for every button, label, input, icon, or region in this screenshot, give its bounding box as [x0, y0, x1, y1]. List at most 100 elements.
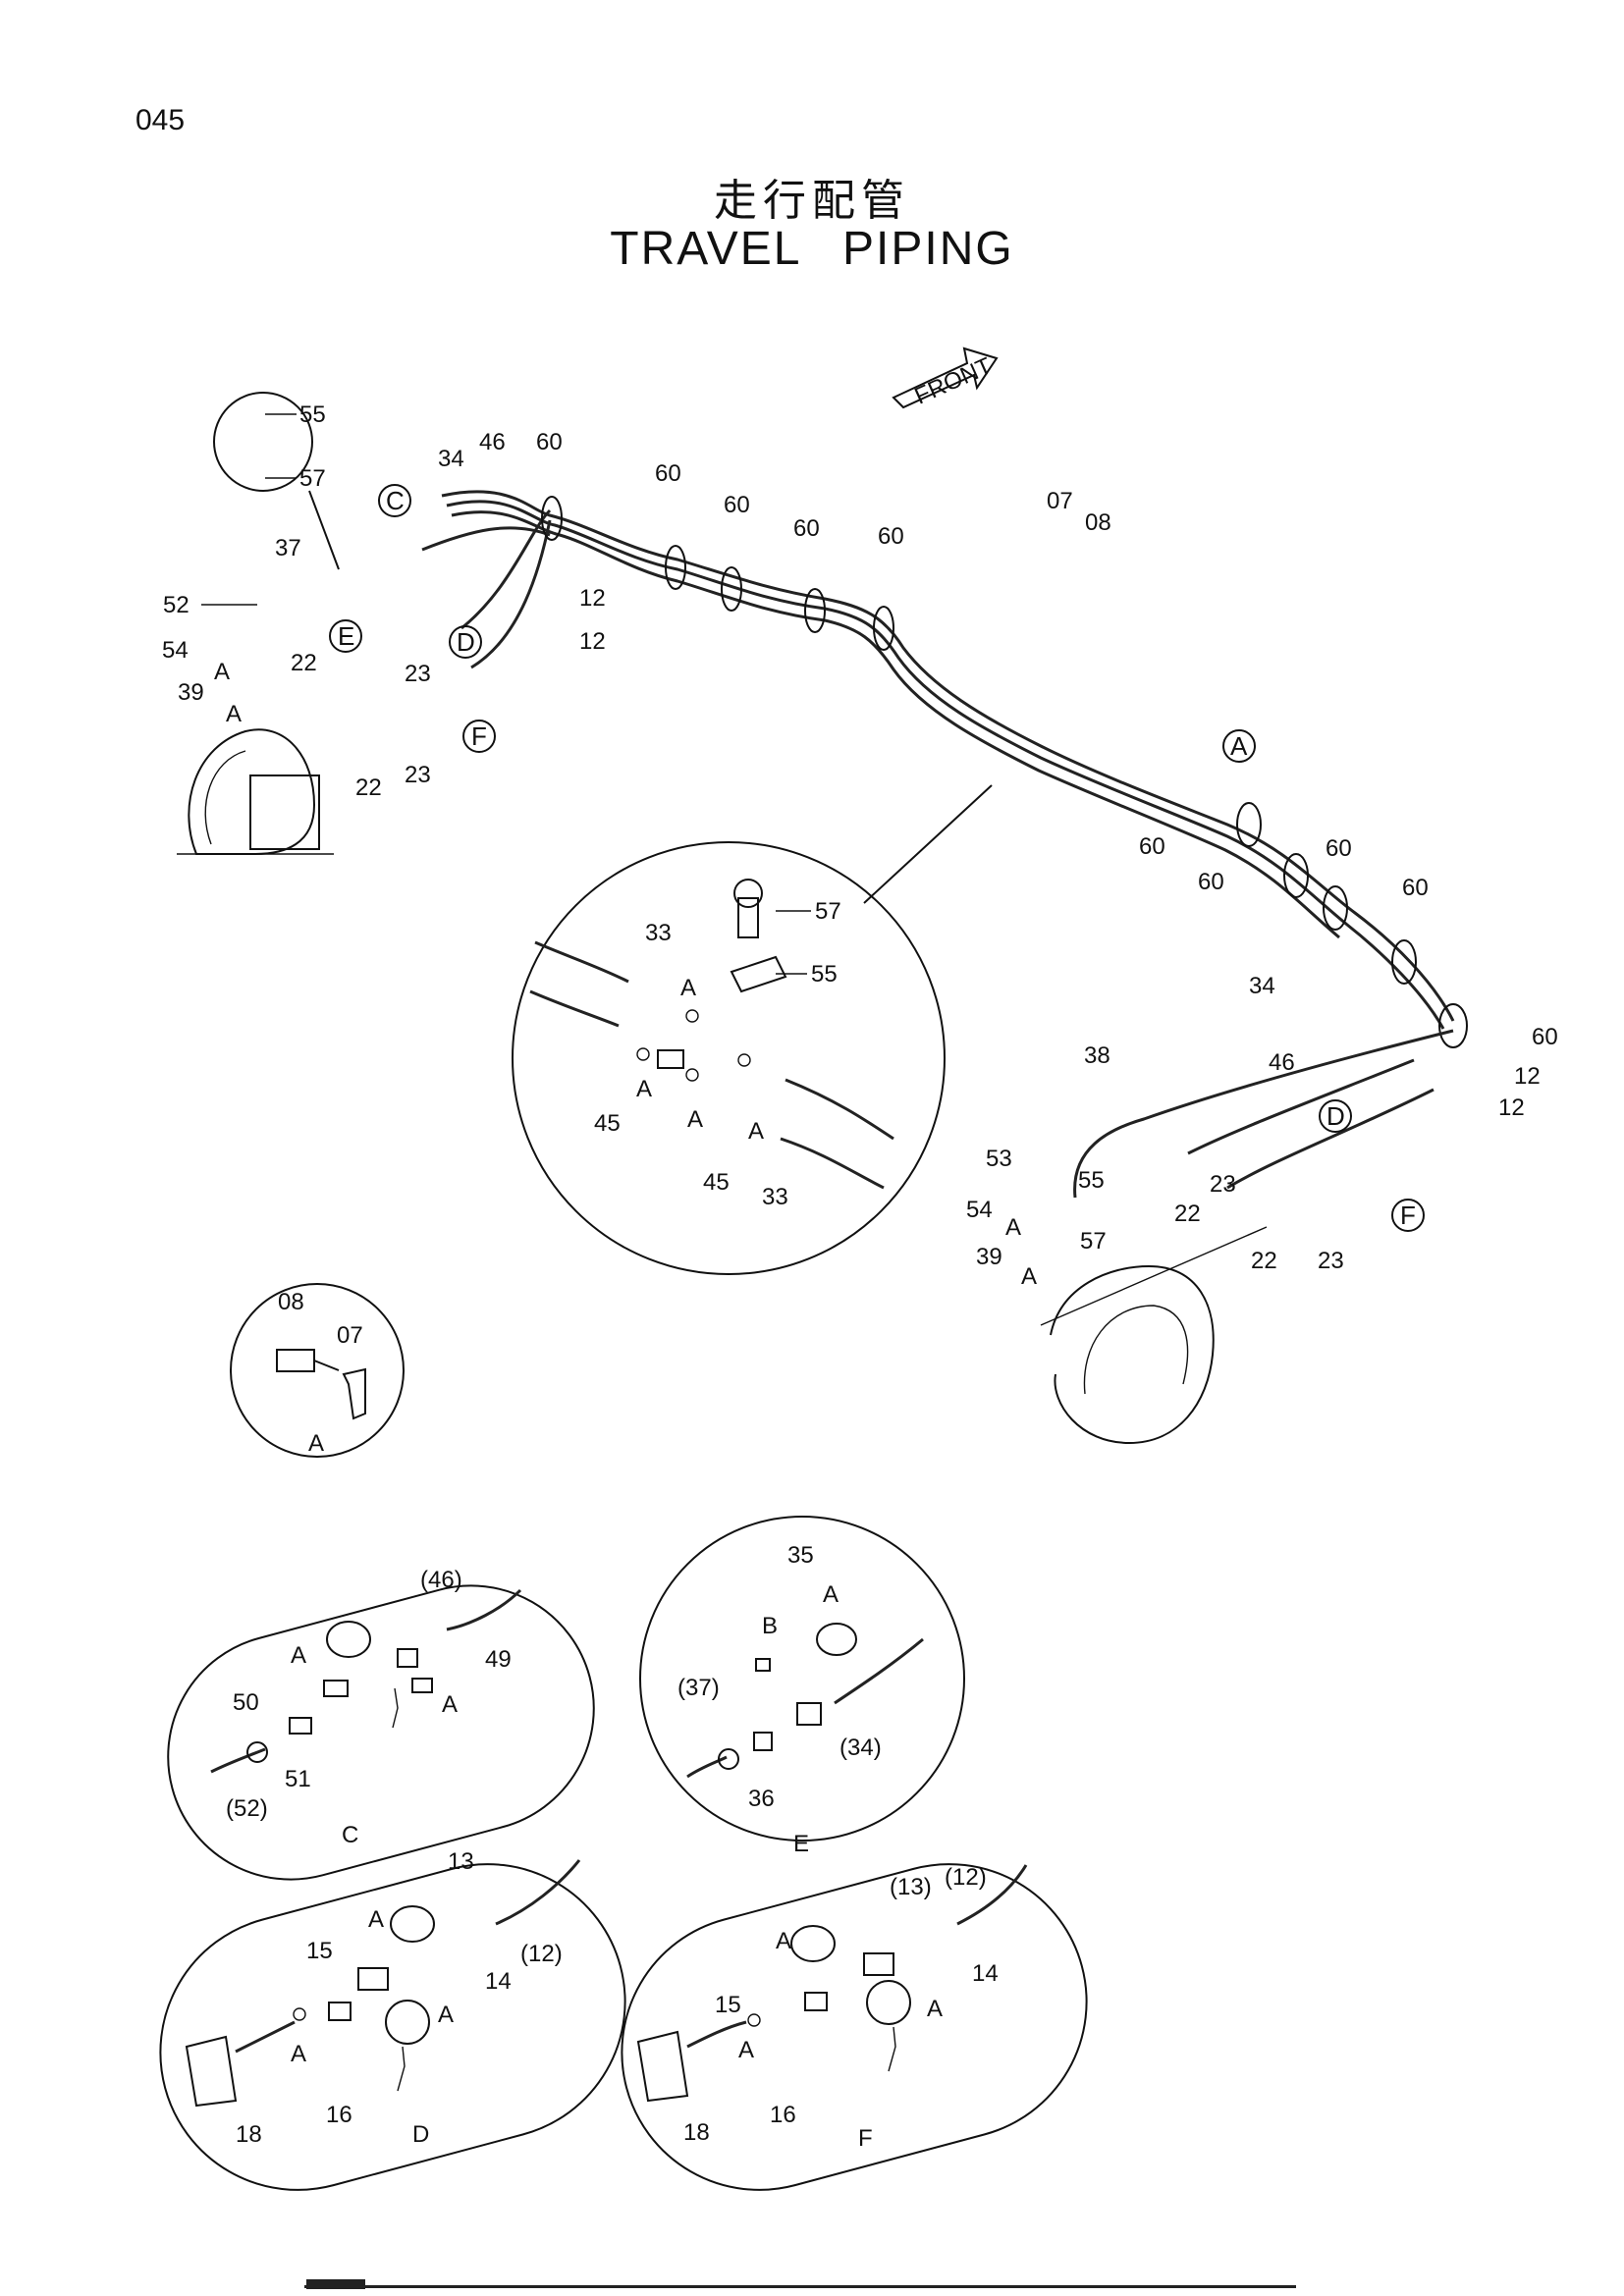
callout-60-b: 60	[655, 460, 681, 487]
detail-center-A-3: A	[687, 1106, 703, 1133]
detail-F-13: (13)	[890, 1874, 932, 1900]
front-arrow: FRONT	[892, 347, 999, 410]
detail-F-14: 14	[972, 1960, 999, 1987]
callout-12-right-2: 12	[1498, 1095, 1525, 1121]
callout-08: 08	[1085, 509, 1111, 536]
callout-38: 38	[1084, 1042, 1110, 1069]
detail-D-13: 13	[448, 1848, 474, 1875]
clamp-group	[541, 496, 1468, 1048]
detail-F-A-2: A	[927, 1996, 943, 2022]
detail-C-51: 51	[285, 1766, 311, 1792]
title-english: TRAVEL PIPING	[610, 223, 1014, 275]
callout-labels-detail-E: 35 A B (37) (34) 36 E	[677, 1542, 882, 1857]
callout-A-1: A	[214, 659, 230, 685]
callout-37: 37	[275, 535, 301, 561]
detail-E-label: E	[793, 1831, 809, 1857]
detail-C-label: C	[342, 1822, 358, 1848]
callout-23-b: 23	[405, 762, 431, 788]
inset-circle-upper-left	[213, 392, 313, 492]
detail-D-14: 14	[485, 1968, 512, 1995]
detail-center	[512, 784, 993, 1275]
callout-60-f: 60	[1139, 833, 1165, 860]
callout-54-right: 54	[966, 1197, 993, 1223]
detail-center-33-b: 33	[762, 1184, 788, 1210]
callout-D-right: D	[1326, 1101, 1345, 1131]
detail-C-46: (46)	[420, 1567, 462, 1593]
callout-60-d: 60	[793, 515, 820, 542]
callout-F-right: F	[1400, 1201, 1416, 1230]
callout-60-e: 60	[878, 523, 904, 550]
detail-D-18: 18	[236, 2121, 262, 2148]
callout-12-right-1: 12	[1514, 1063, 1541, 1090]
bottom-rule	[304, 2285, 1296, 2288]
callout-F: F	[471, 721, 487, 751]
detail-D-A-2: A	[438, 2002, 454, 2028]
callout-46: 46	[479, 429, 506, 455]
detail-D	[159, 1859, 626, 2191]
detail-center-A-1: A	[680, 975, 696, 1001]
callout-labels-detail-F: (13) (12) A 14 15 A A 18 16 F	[683, 1864, 999, 2152]
callout-23-a: 23	[405, 661, 431, 687]
detail-C-52: (52)	[226, 1795, 268, 1822]
detail-D-A-3: A	[291, 2041, 306, 2067]
detail-center-A-4: A	[748, 1118, 764, 1145]
detail-E-B: B	[762, 1613, 778, 1639]
detail-center-45-a: 45	[594, 1110, 621, 1137]
front-label: FRONT	[911, 352, 997, 409]
callout-60-g: 60	[1326, 835, 1352, 862]
detail-E-37: (37)	[677, 1675, 720, 1701]
detail-C-A-2: A	[442, 1691, 458, 1718]
right-track-sprocket	[1040, 1226, 1268, 1445]
detail-C-A-1: A	[291, 1642, 306, 1669]
callout-22-a: 22	[291, 650, 317, 676]
callout-34-right: 34	[1249, 973, 1275, 999]
callout-A-right: A	[1230, 731, 1248, 761]
detail-D-15: 15	[306, 1938, 333, 1964]
detail-E-35: 35	[787, 1542, 814, 1569]
detail-A-07: 07	[337, 1322, 363, 1349]
detail-C	[167, 1584, 595, 1881]
detail-D-12: (12)	[520, 1941, 563, 1967]
callout-D: D	[457, 627, 475, 657]
detail-E-A: A	[823, 1581, 839, 1608]
callout-22-b: 22	[355, 774, 382, 801]
callout-34: 34	[438, 446, 464, 472]
detail-center-55: 55	[811, 961, 838, 988]
detail-center-A-2: A	[636, 1076, 652, 1102]
detail-center-57: 57	[815, 898, 841, 925]
callout-A-right-1: A	[1005, 1214, 1021, 1241]
callout-labels-detail-A: 08 07 A	[278, 1289, 363, 1457]
detail-F-12: (12)	[945, 1864, 987, 1891]
bottom-mark	[306, 2279, 365, 2289]
detail-C-49: 49	[485, 1646, 512, 1673]
detail-center-33-a: 33	[645, 920, 672, 946]
hose-bundle-main	[421, 490, 1455, 1030]
detail-F-15: 15	[715, 1992, 741, 2018]
callout-23-right-1: 23	[1210, 1171, 1236, 1198]
detail-F-A-3: A	[738, 2037, 754, 2063]
detail-A-label: A	[308, 1430, 324, 1457]
detail-D-A-1: A	[368, 1906, 384, 1933]
callout-E: E	[338, 621, 354, 651]
detail-A	[230, 1283, 405, 1458]
callout-A-right-2: A	[1021, 1263, 1037, 1290]
callout-60-i: 60	[1402, 875, 1429, 901]
detail-E	[639, 1516, 965, 1842]
callout-60-j: 60	[1532, 1024, 1558, 1050]
detail-A-08: 08	[278, 1289, 304, 1315]
detail-C-50: 50	[233, 1689, 259, 1716]
callout-labels-detail-D: 13 A 15 (12) 14 A A 18 16 D	[236, 1848, 563, 2148]
callout-12-a: 12	[579, 585, 606, 612]
detail-D-label: D	[412, 2121, 429, 2148]
detail-F-label: F	[858, 2125, 873, 2152]
callout-52: 52	[163, 592, 189, 618]
callout-22-right: 22	[1174, 1201, 1201, 1227]
detail-F-18: 18	[683, 2119, 710, 2146]
callout-54: 54	[162, 637, 189, 664]
callout-60-h: 60	[1198, 869, 1224, 895]
callout-labels-center: 33 57 55 A A A A 45 45 33	[594, 898, 841, 1210]
callout-C: C	[386, 486, 405, 515]
callout-39-right: 39	[976, 1244, 1002, 1270]
title-japanese: 走行配管	[714, 176, 910, 226]
